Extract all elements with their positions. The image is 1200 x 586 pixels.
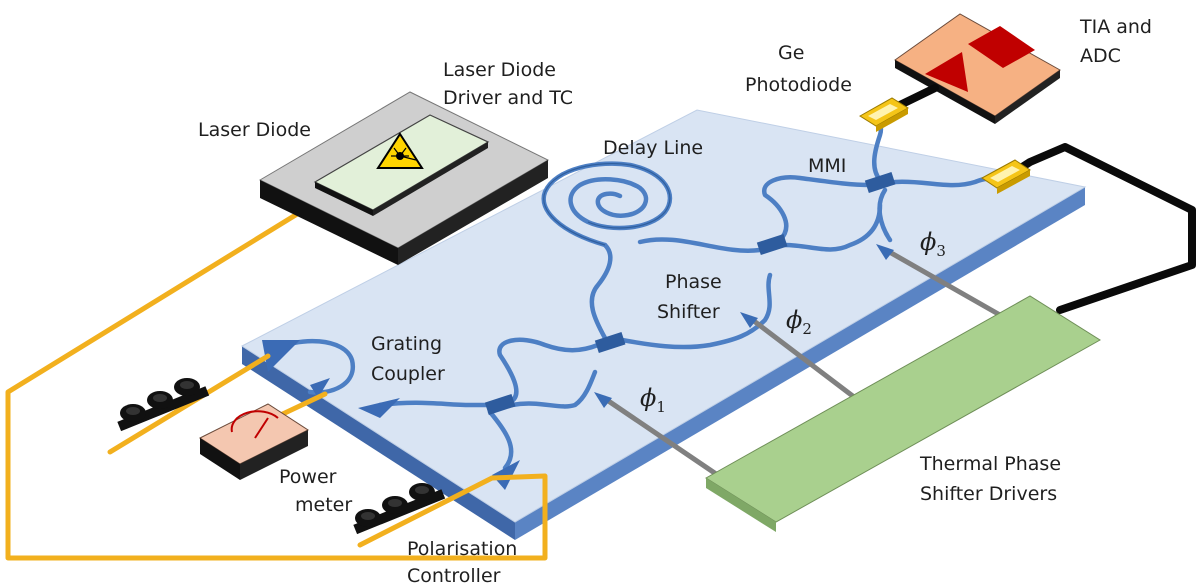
label-tia-line2: ADC bbox=[1080, 45, 1121, 67]
label-phase-line1: Phase bbox=[665, 271, 722, 293]
polarisation-controller-lower bbox=[353, 483, 446, 535]
labels: Laser Diode Laser Diode Driver and TC Ge… bbox=[198, 16, 1152, 586]
power-meter bbox=[198, 403, 310, 480]
mmi-splitter-2 bbox=[594, 331, 626, 353]
fiber-lower bbox=[357, 475, 495, 548]
label-thermal-line1: Thermal Phase bbox=[919, 453, 1061, 475]
control-line-phi1 bbox=[601, 395, 725, 481]
phi1-subscript: 1 bbox=[656, 398, 666, 416]
mmi-splitters bbox=[484, 171, 896, 415]
label-phase-line2: Shifter bbox=[657, 301, 720, 323]
waveguide-s3-up bbox=[762, 175, 873, 243]
adc-block-icon bbox=[968, 26, 1035, 68]
amplifier-triangle-icon bbox=[925, 52, 968, 92]
label-ge-line2: Photodiode bbox=[745, 74, 852, 96]
label-driver-line1: Laser Diode bbox=[443, 59, 556, 81]
label-phi1: ϕ1 bbox=[640, 384, 666, 416]
laser-warning-icon bbox=[376, 132, 424, 169]
mmi-splitter-4 bbox=[864, 171, 896, 193]
label-grating-line2: Coupler bbox=[371, 363, 445, 385]
label-thermal-line2: Shifter Drivers bbox=[920, 483, 1057, 505]
wire-photodiode-right bbox=[1001, 143, 1196, 314]
tia-adc-box bbox=[894, 13, 1061, 124]
fiber-laser-outer bbox=[5, 197, 548, 561]
label-polar-line2: Controller bbox=[407, 565, 501, 586]
ge-photodiode-right bbox=[981, 159, 1031, 194]
waveguide-s2-right bbox=[619, 272, 773, 350]
ge-photodiode-top bbox=[859, 97, 909, 132]
phi1-symbol: ϕ bbox=[640, 384, 656, 412]
label-driver-line2: Driver and TC bbox=[443, 87, 573, 109]
label-ge-line1: Ge bbox=[778, 42, 804, 64]
label-power-line2: meter bbox=[295, 494, 352, 516]
waveguide-s1-up bbox=[497, 337, 601, 405]
label-laser-diode: Laser Diode bbox=[198, 119, 311, 141]
chip-front-side bbox=[242, 346, 515, 540]
driver-left-side bbox=[260, 180, 398, 265]
waveguide-s1-down bbox=[509, 369, 598, 409]
grating-coupler-1 bbox=[262, 340, 300, 372]
thermal-phase-shifter-drivers bbox=[594, 244, 1101, 532]
label-grating-line1: Grating bbox=[371, 333, 442, 355]
optical-fibers bbox=[5, 197, 548, 561]
mmi-splitter-3 bbox=[756, 233, 788, 255]
grating-coupler-4 bbox=[310, 378, 330, 398]
waveguide-s3-right bbox=[782, 202, 883, 252]
mmi-splitter-1 bbox=[484, 393, 516, 415]
phi3-symbol: ϕ bbox=[920, 228, 936, 256]
waveguide-in-2 bbox=[487, 409, 514, 471]
waveguide-mmi-down bbox=[877, 187, 893, 243]
laser-diode-driver-box bbox=[258, 91, 550, 265]
control-line-phi3 bbox=[883, 247, 1003, 318]
delay-line-spiral-edge bbox=[543, 162, 671, 246]
phi2-symbol: ϕ bbox=[786, 306, 802, 334]
polarisation-controller-upper bbox=[117, 378, 210, 432]
grating-coupler-2 bbox=[358, 398, 400, 418]
waveguide-in-1 bbox=[377, 400, 491, 408]
silicon-chip bbox=[241, 109, 1087, 540]
phi2-subscript: 2 bbox=[802, 320, 812, 338]
label-delay-line: Delay Line bbox=[603, 137, 703, 159]
thermal-driver-box-top bbox=[705, 295, 1101, 523]
label-phi3: ϕ3 bbox=[920, 228, 946, 260]
phi3-subscript: 3 bbox=[936, 242, 946, 260]
control-line-phi2 bbox=[747, 315, 861, 403]
driver-right-side bbox=[398, 160, 548, 265]
waveguide-s3-left bbox=[637, 237, 763, 253]
fiber-laser-inner bbox=[107, 353, 271, 455]
gauge-icon bbox=[230, 410, 279, 439]
waveguide-s2-up bbox=[589, 242, 613, 341]
chip-right-side bbox=[515, 187, 1085, 540]
label-mmi: MMI bbox=[808, 155, 846, 177]
label-power-line1: Power bbox=[279, 466, 337, 488]
label-phi2: ϕ2 bbox=[786, 306, 812, 338]
label-tia-line1: TIA and bbox=[1079, 16, 1152, 38]
label-polar-line1: Polarisation bbox=[407, 538, 517, 560]
